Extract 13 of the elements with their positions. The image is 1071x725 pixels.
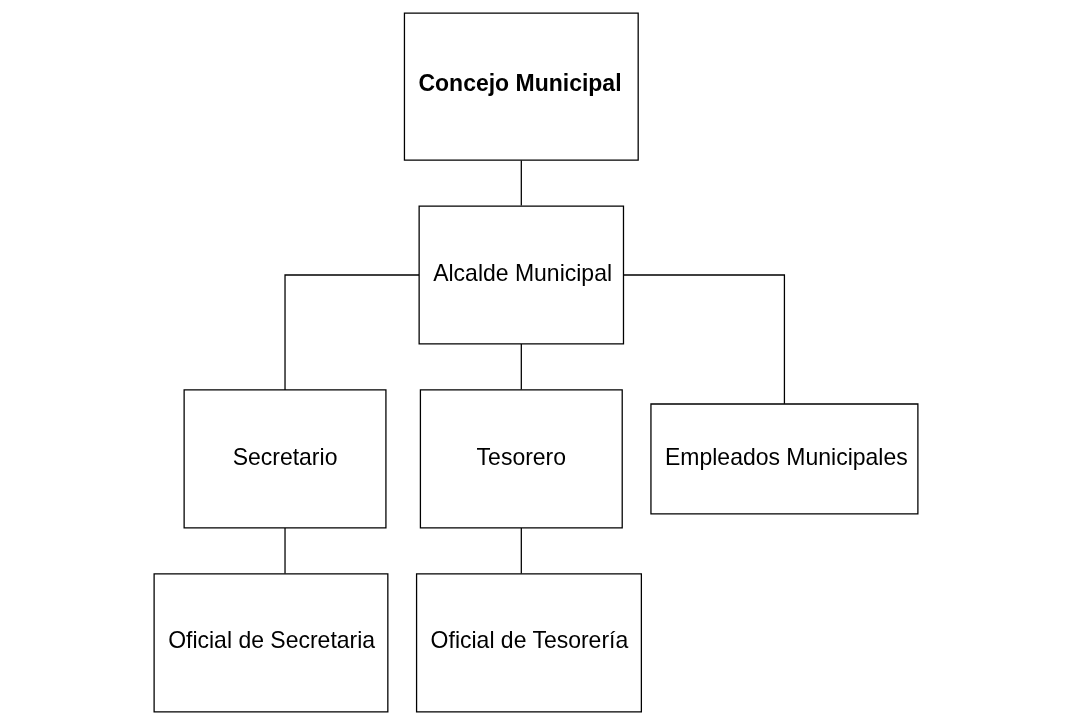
connector bbox=[520, 159, 522, 207]
node-box: Empleados Municipales bbox=[649, 403, 919, 515]
connector bbox=[520, 527, 522, 575]
node-box: Oficial de Secretaria bbox=[152, 573, 388, 713]
connector bbox=[520, 343, 522, 391]
connector bbox=[283, 527, 286, 575]
node-box: Oficial de Tesorería bbox=[415, 573, 642, 713]
connector bbox=[283, 274, 420, 391]
node-box: Tesorero bbox=[419, 389, 623, 529]
node-box: Alcalde Municipal bbox=[418, 205, 624, 345]
node-box: Concejo Municipal bbox=[403, 12, 639, 161]
connector bbox=[622, 274, 785, 405]
node-box: Secretario bbox=[183, 389, 387, 529]
